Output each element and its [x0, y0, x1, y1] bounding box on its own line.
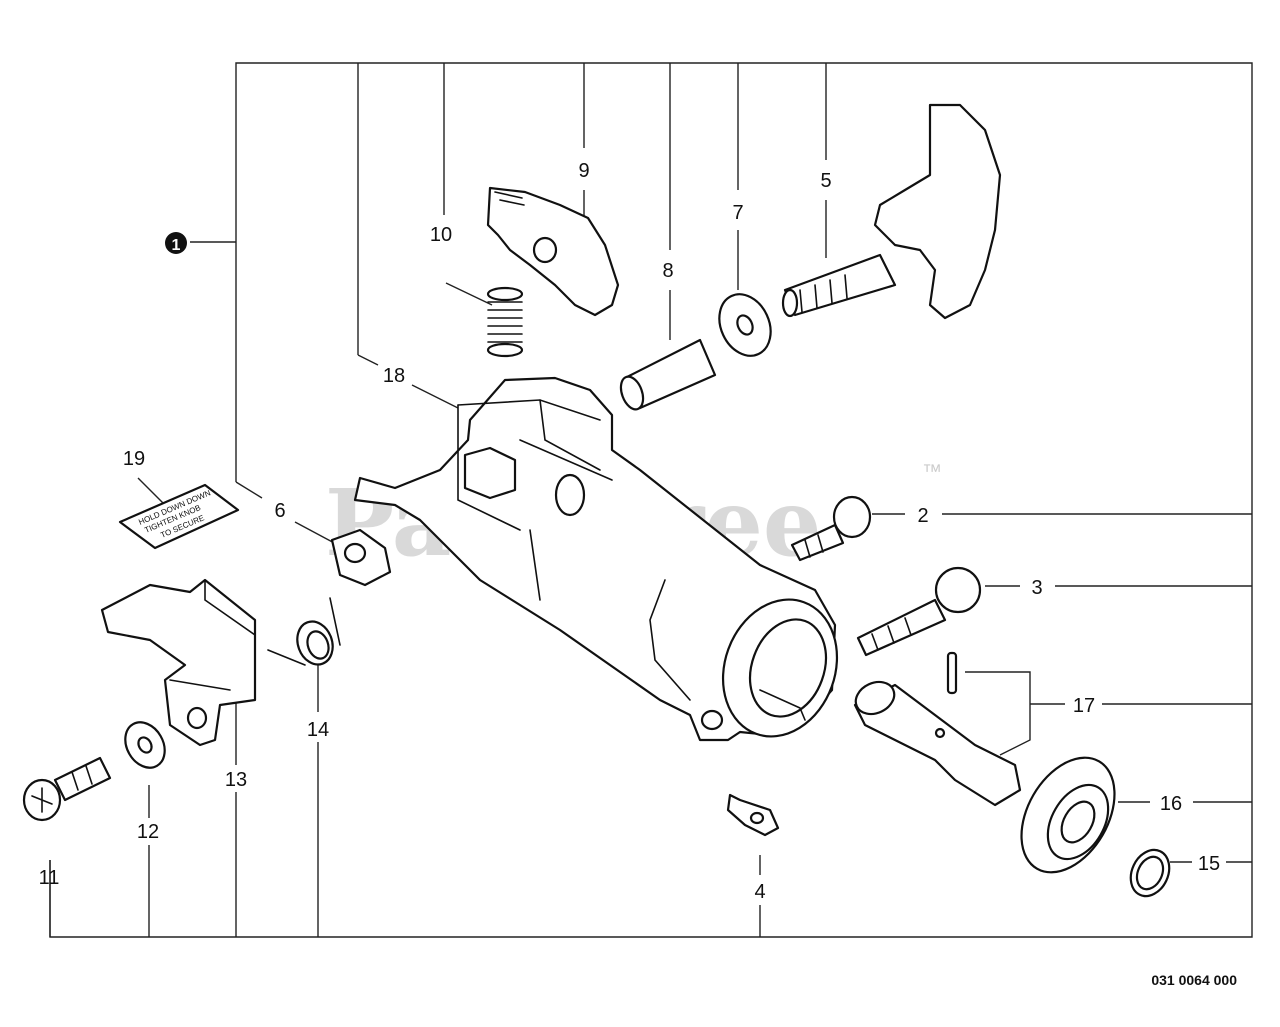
decal-part-19: HOLD DOWN DOWN TIGHTEN KNOB TO SECURE	[118, 483, 240, 550]
bearing-part-16	[1020, 756, 1116, 874]
callout-4: 4	[754, 881, 765, 903]
watermark-tm: ™	[922, 461, 942, 483]
callout-2: 2	[917, 505, 928, 527]
callout-11: 11	[39, 867, 60, 889]
screw-part-11	[22, 756, 112, 822]
circlip-part-15	[1129, 848, 1171, 898]
callout-9: 9	[578, 160, 589, 182]
callout-5: 5	[820, 170, 831, 192]
leader-17	[965, 671, 1031, 756]
lever-part-9	[486, 186, 620, 317]
callout-17: 17	[1073, 695, 1095, 717]
callout-14: 14	[307, 719, 329, 741]
spring-part-14	[267, 597, 341, 666]
callout-19: 19	[123, 448, 145, 470]
shaft-part-17	[853, 651, 1022, 807]
callout-7: 7	[732, 202, 743, 224]
nut-part-6	[330, 528, 392, 587]
document-number: 031 0064 000	[1151, 972, 1237, 988]
pin-part-8	[619, 338, 717, 411]
roll-pin	[946, 651, 958, 695]
bolt-part-3	[856, 566, 982, 657]
knob-part-5	[781, 103, 1002, 320]
spring-part-10	[486, 286, 524, 358]
callout-6: 6	[274, 500, 285, 522]
assembly-marker-circle	[165, 232, 187, 254]
callout-18: 18	[383, 365, 405, 387]
callout-13: 13	[225, 769, 247, 791]
bolt-part-2	[790, 495, 872, 562]
callout-10: 10	[430, 224, 452, 246]
housing-part-18	[353, 376, 839, 742]
guard-part-13	[100, 578, 257, 747]
tab-washer-part-4	[726, 793, 780, 837]
callout-15: 15	[1198, 853, 1220, 875]
callout-8: 8	[662, 260, 673, 282]
leader-19	[137, 477, 166, 506]
washer-part-7	[718, 293, 772, 357]
callout-3: 3	[1031, 577, 1042, 599]
washer-part-12	[124, 721, 166, 769]
callout-16: 16	[1160, 793, 1182, 815]
callout-12: 12	[137, 821, 159, 843]
assembly-marker-label: 1	[172, 237, 181, 254]
